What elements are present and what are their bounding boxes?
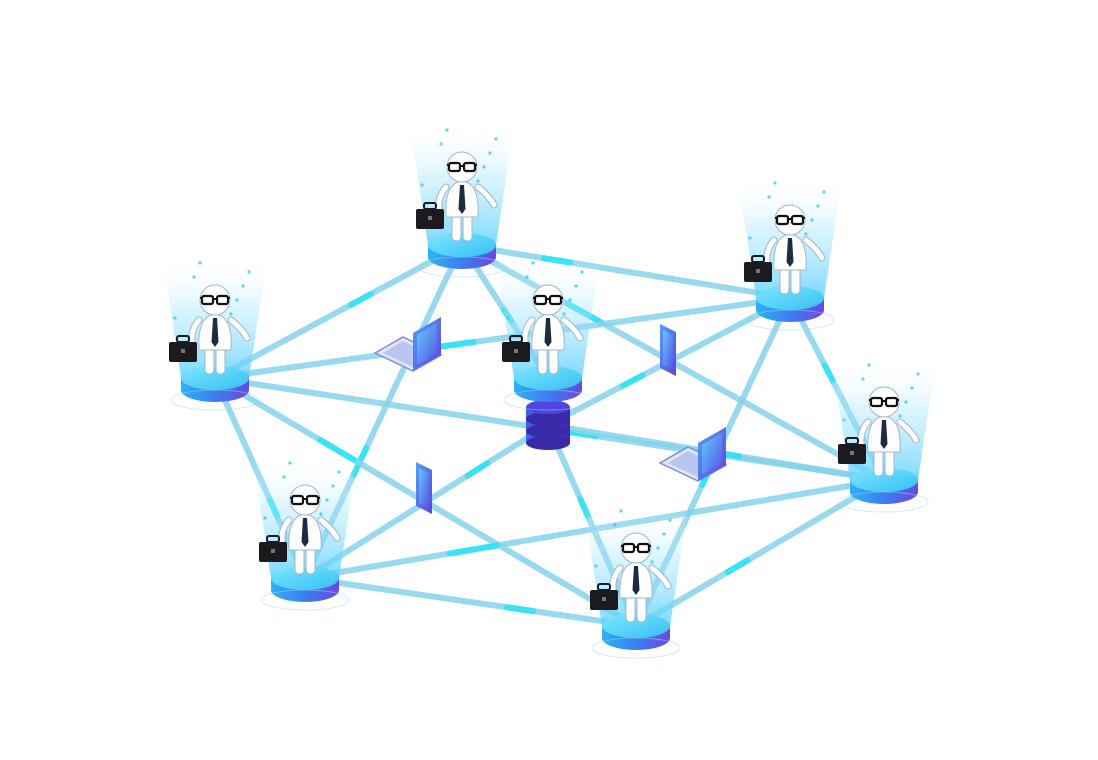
link-left-tr [212, 295, 793, 381]
database-server-icon [526, 400, 570, 450]
laptop-icon [373, 317, 443, 372]
link-top-tr [459, 242, 793, 301]
businessman-icon [738, 178, 842, 331]
businessman-icon [584, 506, 688, 659]
businessman-icon [163, 258, 267, 411]
link-pulse [503, 604, 537, 615]
businessman-icon [832, 360, 936, 513]
link-pulse [821, 362, 836, 383]
link-pulse [317, 437, 357, 463]
phone-icon [416, 462, 432, 514]
businessman-icon [253, 458, 357, 611]
link-bm-right [633, 477, 887, 629]
link-pulse [464, 460, 491, 479]
link-pulse [620, 372, 646, 389]
people [163, 125, 936, 659]
link-top-left [212, 242, 465, 381]
link-pulse [446, 542, 500, 557]
laptop-icon [658, 427, 728, 482]
businessman-icon [496, 258, 600, 411]
link-pulse [347, 291, 374, 308]
businessman-icon [410, 125, 514, 278]
link-bl-bm [302, 575, 639, 629]
phone-icon [660, 324, 676, 376]
devices [373, 317, 728, 514]
link-pulse [724, 557, 751, 575]
